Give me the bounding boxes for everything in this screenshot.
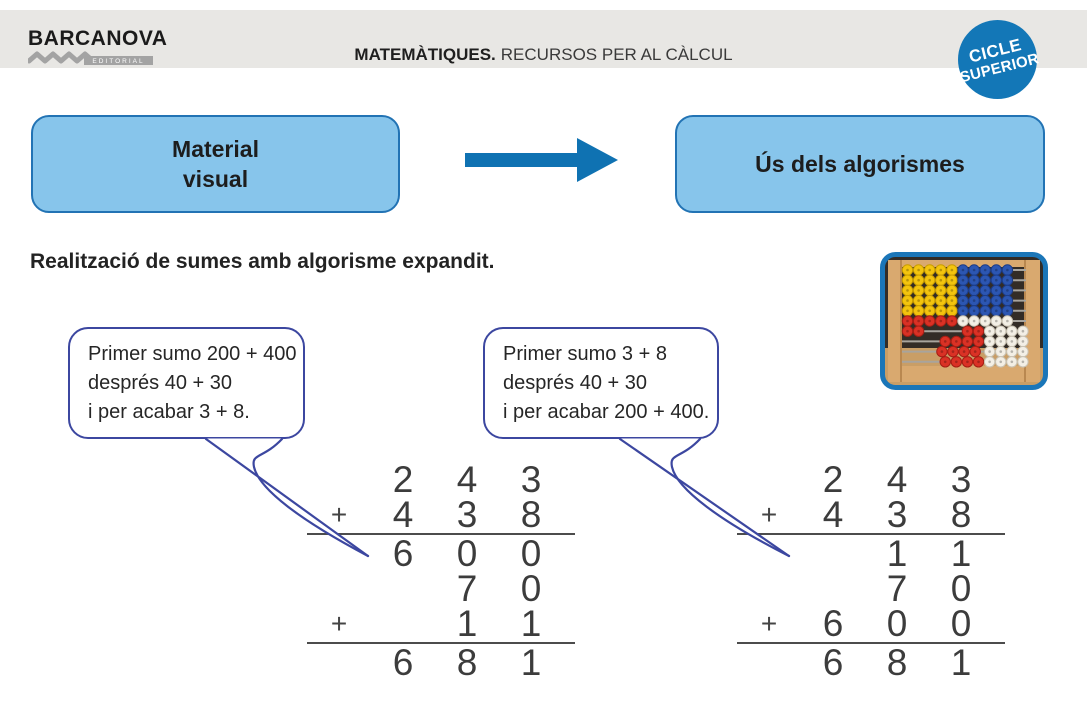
plus-sign: + [330,499,348,530]
plus-sign [307,645,371,680]
plus-sign [737,536,801,571]
plus-sign [307,536,371,571]
digit-cell: 4 [456,459,478,500]
bubble-line: després 40 + 30 [88,372,232,394]
header-title: MATEMÀTIQUES.RECURSOS PER AL CÀLCUL [0,45,1087,65]
addition-row: 6 8 1 [737,642,1005,683]
addition-row: +4 3 8 [307,494,575,535]
header-bar [0,10,1087,68]
digit-cell: 6 [392,642,414,683]
digit-cell: 6 [392,533,414,574]
cicle-superior-badge: CICLE SUPERIOR [958,20,1041,99]
digit-cell: 1 [520,642,542,683]
plus-sign: + [330,608,348,639]
abacus-illustration [880,252,1048,390]
addition-row: 6 0 0 [307,533,575,574]
abacus-photo [880,252,1048,390]
digit-cell: 0 [950,568,972,609]
logo-tagline: EDITORIAL [92,58,144,65]
digit-cell [371,606,435,641]
sum-rule [307,533,575,535]
digit-cell: 6 [822,642,844,683]
material-visual-box: Material visual [31,115,400,213]
logo-name: BARCANOVA [28,27,168,50]
digit-cell: 8 [520,494,542,535]
sum-rule [307,642,575,644]
digit-cell: 7 [886,568,908,609]
addition-row: 6 8 1 [307,642,575,683]
digit-cell: 4 [822,494,844,535]
bubble-line: i per acabar 200 + 400. [503,401,710,423]
bubble-line: Primer sumo 3 + 8 [503,343,667,365]
bubble-line: i per acabar 3 + 8. [88,401,250,423]
digit-cell [801,536,865,571]
speech-bubble-right: Primer sumo 3 + 8 després 40 + 30 i per … [483,327,719,439]
digit-cell [801,571,865,606]
material-box-line1: Material [172,136,259,162]
plus-sign [737,462,801,497]
digit-cell: 0 [456,533,478,574]
digit-cell: 8 [456,642,478,683]
digit-cell [371,571,435,606]
logo-wave: EDITORIAL [28,51,153,65]
sum-rule [737,533,1005,535]
digit-cell: 1 [886,533,908,574]
digit-cell: 3 [886,494,908,535]
digit-cell: 4 [886,459,908,500]
digit-cell: 2 [392,459,414,500]
plus-sign [737,645,801,680]
plus-sign: + [760,499,778,530]
digit-cell: 7 [456,568,478,609]
bubble-line: Primer sumo 200 + 400 [88,343,297,365]
barcanova-logo: BARCANOVA EDITORIAL [28,27,168,65]
digit-cell: 3 [950,459,972,500]
addition-row: +6 0 0 [737,603,1005,644]
digit-cell: 2 [822,459,844,500]
algorismes-box-label: Ús dels algorismes [755,151,965,177]
us-dels-algorismes-box: Ús dels algorismes [675,115,1045,213]
digit-cell: 6 [822,603,844,644]
header-title-bold: MATEMÀTIQUES. [354,45,496,64]
digit-cell: 1 [950,642,972,683]
plus-sign [737,571,801,606]
bubble-line: després 40 + 30 [503,372,647,394]
speech-bubble-left: Primer sumo 200 + 400 després 40 + 30 i … [68,327,305,439]
sum-rule [737,642,1005,644]
addition-row: +1 1 [307,603,575,644]
digit-cell: 1 [456,603,478,644]
addition-row: +4 3 8 [737,494,1005,535]
digit-cell: 1 [950,533,972,574]
section-title: Realització de sumes amb algorisme expan… [30,250,495,273]
header-title-rest: RECURSOS PER AL CÀLCUL [500,45,733,64]
plus-sign [307,462,371,497]
material-box-line2: visual [182,166,249,192]
plus-sign [307,571,371,606]
digit-cell: 8 [886,642,908,683]
digit-cell: 0 [886,603,908,644]
plus-sign: + [760,608,778,639]
digit-cell: 0 [950,603,972,644]
digit-cell: 0 [520,568,542,609]
digit-cell: 3 [520,459,542,500]
digit-cell: 3 [456,494,478,535]
digit-cell: 1 [520,603,542,644]
digit-cell: 0 [520,533,542,574]
badge-text: CICLE SUPERIOR [954,32,1041,87]
addition-row: 2 4 3 [737,459,1005,500]
flow-arrow-icon [465,138,618,182]
digit-cell: 4 [392,494,414,535]
addition-row: 2 4 3 [307,459,575,500]
digit-cell: 8 [950,494,972,535]
